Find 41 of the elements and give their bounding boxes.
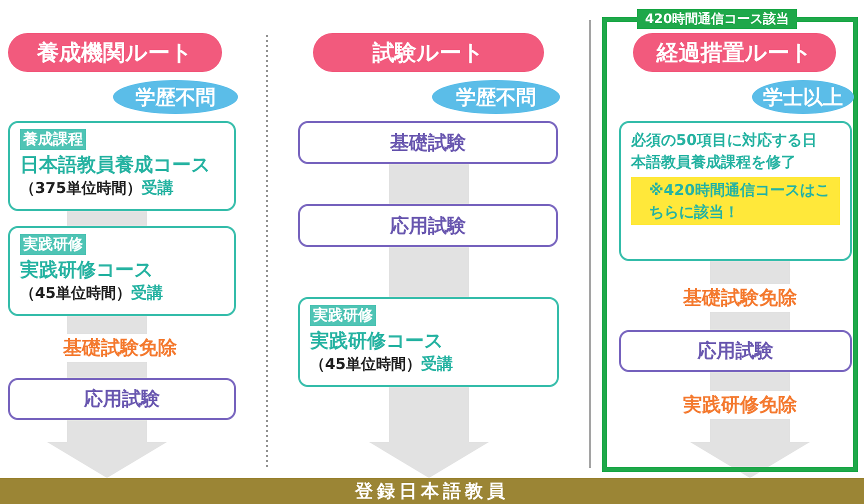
flow-segment (710, 261, 790, 284)
requirement-ellipse: 学歴不問 (113, 80, 238, 114)
highlight-note: ※420時間通信コースはこちらに該当！ (631, 177, 840, 225)
course-name: 日本語教員養成コース (20, 153, 211, 178)
requirement-text: 必須の50項目に対応する日本語教員養成課程を修了 (631, 130, 818, 173)
flow-segment (67, 362, 147, 378)
frame-tag: 420時間通信コース該当 (637, 9, 798, 29)
route-pill: 試験ルート (313, 33, 544, 72)
requirement-ellipse: 学士以上 (752, 80, 854, 114)
hours-text: （45単位時間） (310, 355, 421, 373)
exam-box: 応用試験 (619, 330, 852, 372)
exemption-text: 実践研修免除 (640, 391, 840, 419)
course-name: 実践研修コース (20, 258, 154, 283)
exam-box: 応用試験 (298, 204, 558, 247)
hours-text: （45単位時間） (20, 284, 131, 302)
course-box (619, 121, 852, 261)
route-pill: 養成機関ルート (8, 33, 222, 72)
exemption-text: 基礎試験免除 (20, 334, 220, 362)
route-pill: 経過措置ルート (633, 33, 836, 72)
exam-box: 応用試験 (8, 378, 236, 420)
hours-text: （375単位時間） (20, 179, 142, 197)
exam-box: 基礎試験 (298, 121, 558, 164)
attendance-text: 受講 (130, 283, 163, 302)
course-name: 実践研修コース (310, 329, 444, 354)
result-band: 登録日本語教員 (0, 478, 864, 504)
course-box (298, 297, 559, 387)
flow-segment (67, 211, 147, 226)
course-box (8, 226, 236, 316)
requirement-ellipse: 学歴不問 (432, 80, 560, 114)
flow-segment (67, 316, 147, 334)
flow-segment (710, 312, 790, 330)
course-tag: 実践研修 (310, 305, 376, 326)
course-box (8, 121, 236, 211)
flow-arrow (47, 420, 167, 478)
course-tag: 養成課程 (20, 129, 86, 150)
flow-arrow (690, 419, 810, 478)
attendance-text: 受講 (141, 178, 174, 197)
attendance-text: 受講 (420, 354, 453, 373)
exemption-text: 基礎試験免除 (640, 284, 840, 312)
flow-segment (710, 372, 790, 391)
course-tag: 実践研修 (20, 234, 86, 255)
